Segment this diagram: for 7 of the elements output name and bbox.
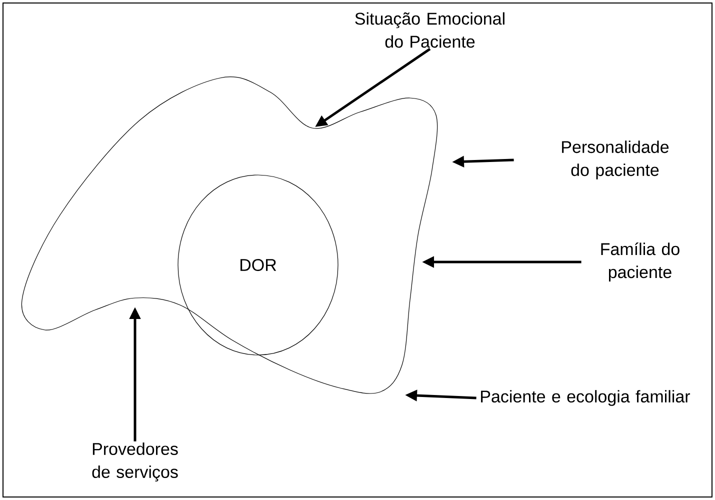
factor-label: Família do paciente bbox=[601, 242, 680, 282]
factor-label: Provedores de serviços bbox=[92, 442, 178, 482]
factor-label: Situação Emocional do Paciente bbox=[355, 12, 504, 48]
factor-label: Paciente e ecologia familiar bbox=[481, 390, 690, 406]
blob-shape bbox=[21, 76, 438, 394]
factor-label: Personalidade do paciente bbox=[562, 140, 669, 180]
circle-label: DOR bbox=[178, 174, 338, 356]
